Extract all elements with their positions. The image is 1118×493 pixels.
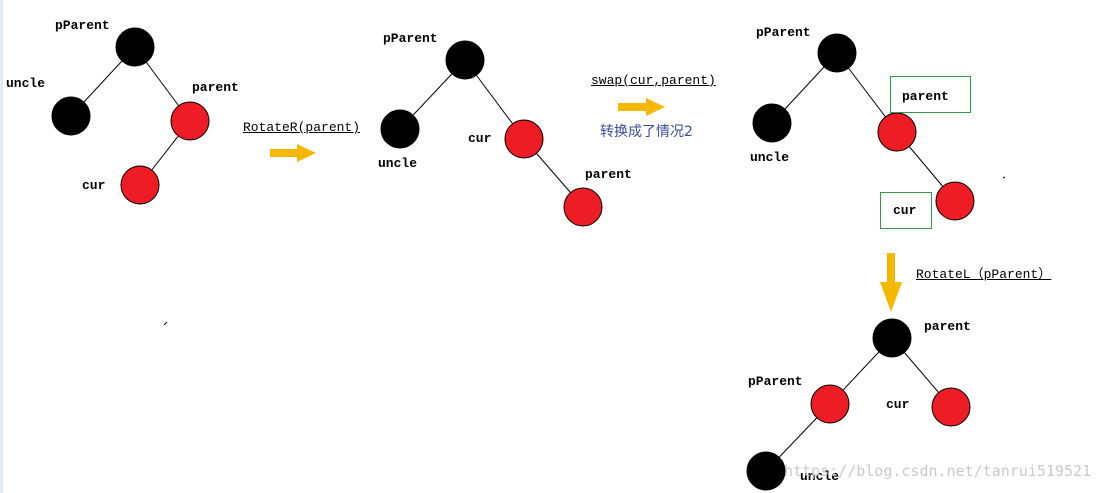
tree3-parent-highlight-box: parent (890, 76, 971, 113)
t4-parent-node (872, 318, 912, 358)
t1-parent-node (170, 101, 210, 141)
tree4-parent-label: parent (924, 319, 971, 334)
t2-cur-node (504, 119, 544, 159)
t4-pparent-node (810, 384, 850, 424)
arrows-layer (270, 98, 902, 312)
tree1-cur-label: cur (82, 178, 106, 193)
tree3-cur-highlight-box: cur (880, 192, 932, 229)
t4-uncle-node (746, 451, 786, 491)
tree1-pparent-label: pParent (55, 18, 110, 33)
tree2-parent-label: parent (585, 167, 632, 182)
rotate-l-operation: RotateL（pParent） (916, 267, 1052, 282)
stray-marks (163, 176, 1006, 326)
t1-pparent-node (115, 27, 155, 67)
tree1-parent-label: parent (192, 80, 239, 95)
t3-parent-node (877, 112, 917, 152)
t3-uncle-node (752, 103, 792, 143)
t1-cur-node (120, 165, 160, 205)
swap-operation: swap(cur,parent) (591, 73, 716, 88)
t3-pparent-node (817, 33, 857, 73)
nodes-layer (51, 27, 975, 491)
t2-pparent-node (445, 40, 485, 80)
tree3-uncle-label: uncle (750, 150, 790, 165)
t2-parent-node (563, 187, 603, 227)
tree2-pparent-label: pParent (383, 31, 438, 46)
t2-uncle-node (380, 109, 420, 149)
t1-uncle-node (51, 96, 91, 136)
arrow-down-icon (880, 253, 902, 312)
case-note: 转换成了情况2 (600, 124, 693, 140)
t3-cur-node (935, 181, 975, 221)
t4-cur-node (931, 387, 971, 427)
tree4-cur-label: cur (886, 397, 910, 412)
tree1-uncle-label: uncle (6, 76, 46, 91)
window-left-border (0, 0, 3, 493)
arrow-right-icon (270, 144, 316, 162)
tree4-uncle-label: uncle (800, 469, 840, 484)
watermark-url: https://blog.csdn.net/tanrui519521 (784, 462, 1092, 480)
tree2-uncle-label: uncle (378, 156, 418, 171)
arrow-right-icon (618, 98, 665, 116)
tree4-pparent-label: pParent (748, 374, 803, 389)
tree2-cur-label: cur (468, 131, 492, 146)
tree3-pparent-label: pParent (756, 25, 811, 40)
rotate-r-operation: RotateR(parent) (243, 120, 361, 135)
